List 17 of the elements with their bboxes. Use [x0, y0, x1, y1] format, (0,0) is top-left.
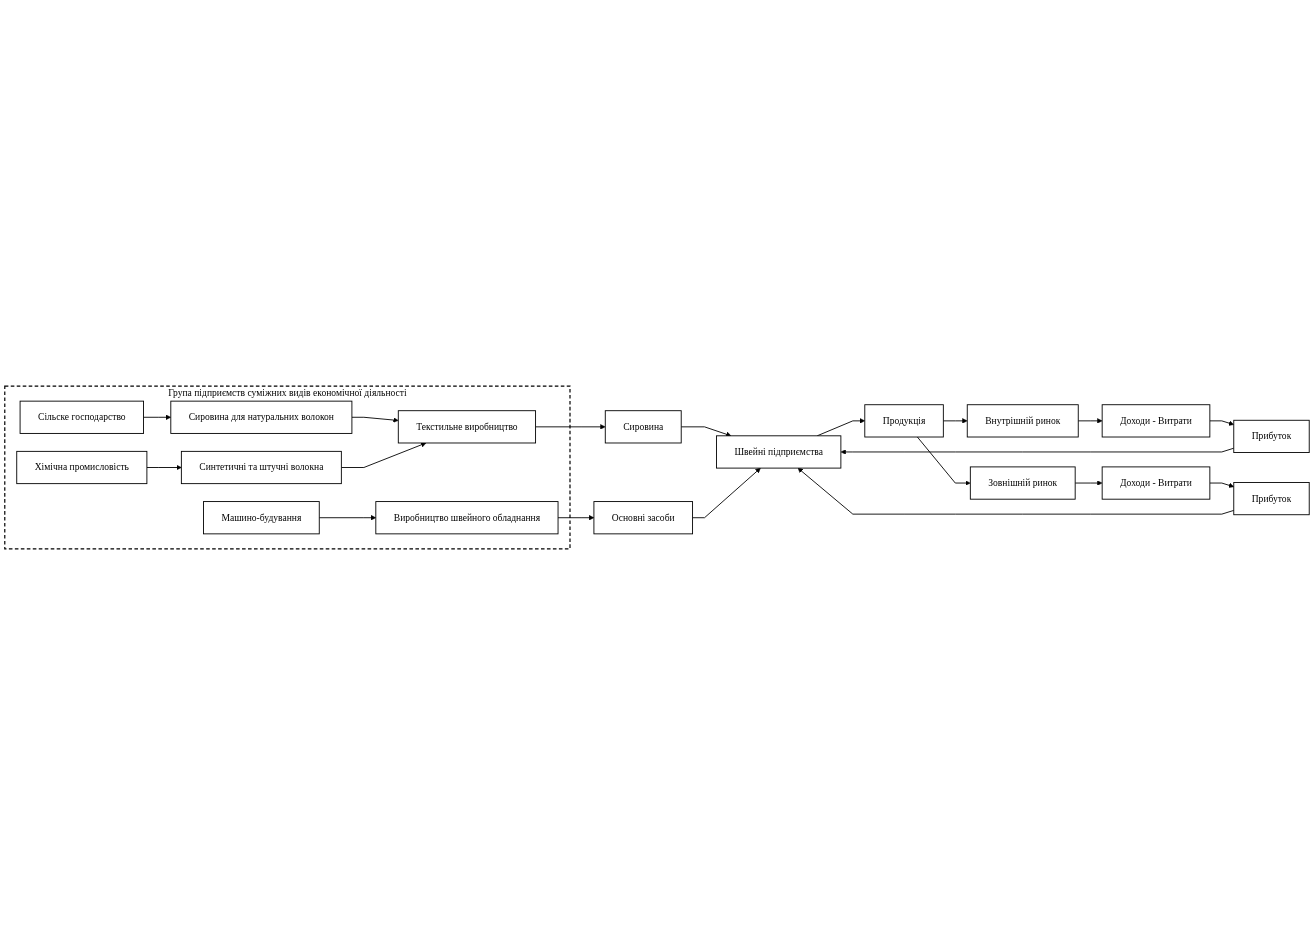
node-box: Внутрішній ринок [966, 404, 1079, 438]
node-box: Прибуток [1233, 419, 1310, 453]
node-box: Виробництво швейного обладнання [375, 501, 559, 535]
node-box: Хімічна промисловість [16, 450, 148, 485]
node-box: Основні засоби [593, 501, 694, 535]
node-box: Синтетичні та штучні волокна [180, 450, 342, 485]
node-box: Сільске господарство [19, 400, 144, 434]
node-box: Сировина для натуральних волокон [170, 400, 353, 434]
node-box: Доходи - Витрати [1101, 404, 1211, 438]
node-box: Текстильне виробництво [397, 410, 537, 444]
node-box: Продукція [864, 404, 944, 438]
node-box: Машино-будування [203, 501, 320, 535]
node-box: Швейні підприємства [716, 435, 842, 469]
node-box: Прибуток [1233, 482, 1310, 516]
node-box: Зовнішній ринок [969, 466, 1076, 500]
node-box: Сировина [604, 410, 682, 444]
node-box: Доходи - Витрати [1101, 466, 1211, 500]
